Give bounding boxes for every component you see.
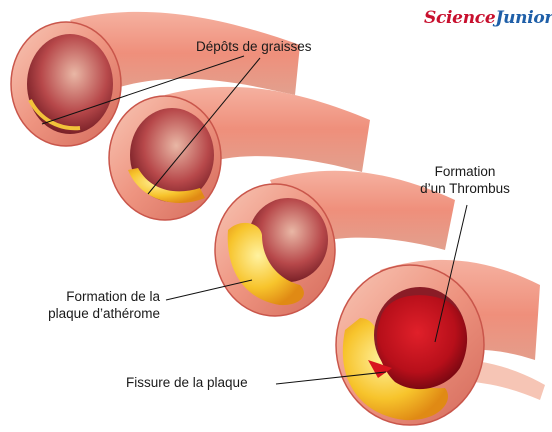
lumen-1 xyxy=(27,34,113,134)
label-atheroma-line1: Formation de la xyxy=(20,288,160,305)
brand-part2: Junior xyxy=(495,8,552,28)
thrombus-mass xyxy=(377,295,467,389)
label-fissure: Fissure de la plaque xyxy=(126,374,248,391)
label-fat-deposits: Dépôts de graisses xyxy=(196,38,312,55)
label-thrombus: Formation d’un Thrombus xyxy=(410,163,520,197)
brand-logo: ScienceJunior xyxy=(424,8,552,28)
brand-part1: Science xyxy=(424,8,495,28)
artery-segment-4 xyxy=(336,260,545,425)
label-thrombus-line2: d’un Thrombus xyxy=(410,180,520,197)
label-atheroma: Formation de la plaque d’athérome xyxy=(20,288,160,322)
label-thrombus-line1: Formation xyxy=(410,163,520,180)
label-atheroma-line2: plaque d’athérome xyxy=(20,305,160,322)
